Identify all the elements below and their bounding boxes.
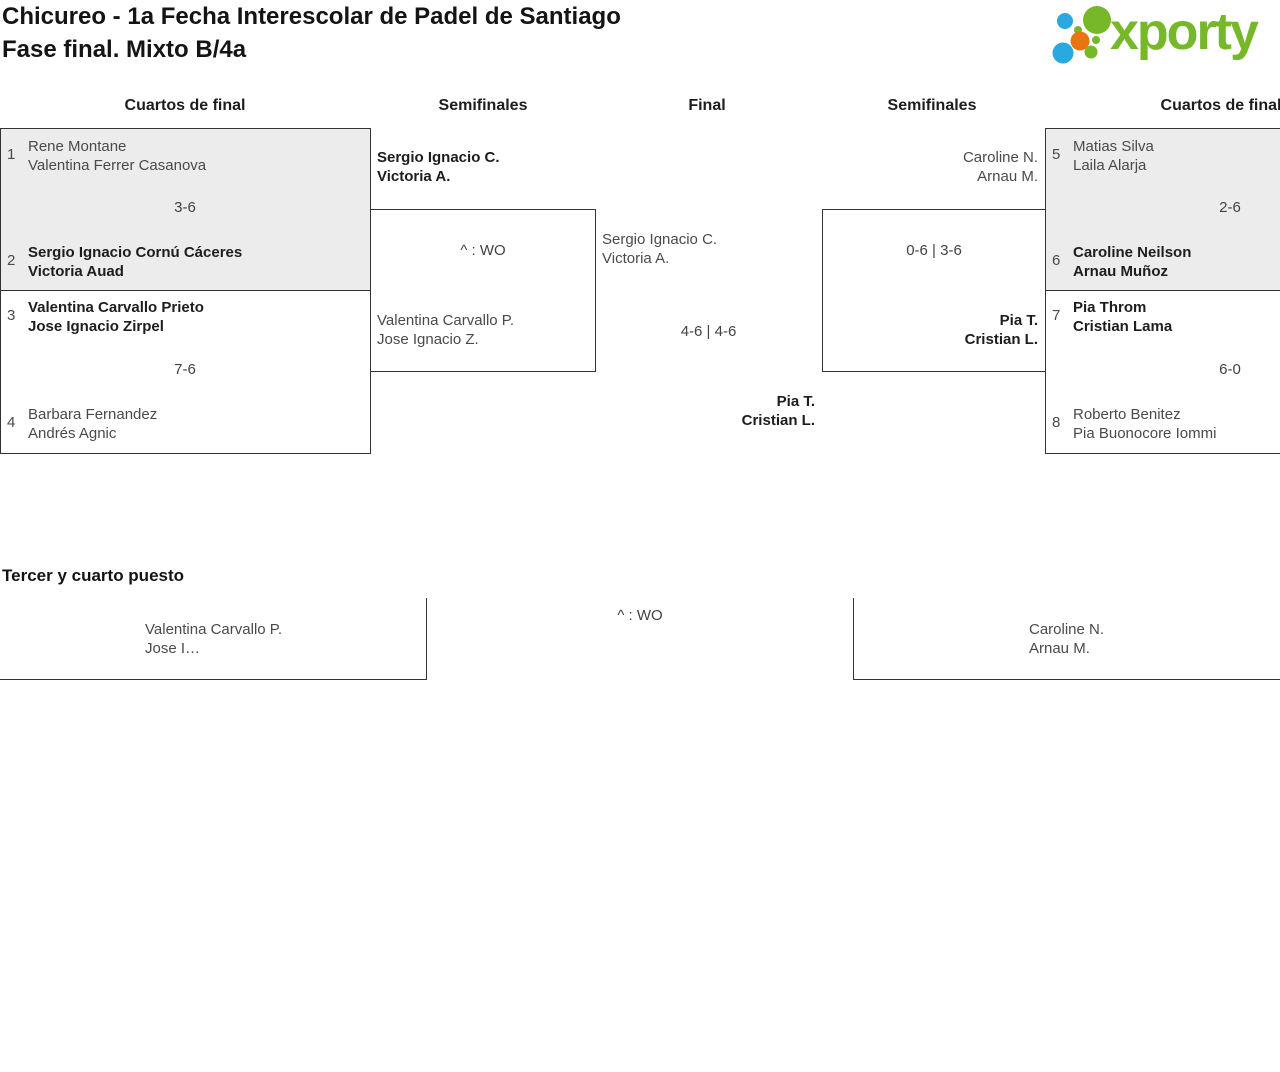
player-name: Jose Ignacio Zirpel bbox=[28, 318, 164, 335]
logo-dot-blue-small bbox=[1057, 13, 1073, 29]
player-name: Caroline N. bbox=[962, 149, 1038, 166]
third-place-heading: Tercer y cuarto puesto bbox=[2, 566, 185, 585]
team-entry: Caroline N. Arnau M. bbox=[826, 148, 1038, 186]
team-entry: Sergio Ignacio Cornú Cáceres Victoria Au… bbox=[28, 243, 242, 281]
logo-dot-green-large bbox=[1083, 6, 1111, 34]
champion-entry: Pia T. Cristian L. bbox=[595, 392, 815, 430]
match-score: 6-0 bbox=[1219, 361, 1241, 378]
match-score: 2-6 bbox=[1219, 199, 1241, 216]
sf-left-box bbox=[370, 209, 596, 372]
team-entry: Rene Montane Valentina Ferrer Casanova bbox=[28, 137, 206, 175]
player-name: Caroline N. bbox=[1029, 621, 1105, 638]
seed-number: 3 bbox=[7, 307, 16, 324]
team-entry: Valentina Carvallo P. Jose Ignacio Z. bbox=[377, 311, 514, 349]
player-name: Arnau M. bbox=[977, 168, 1038, 185]
player-name: Valentina Carvallo Prieto bbox=[28, 299, 204, 316]
player-name: Rene Montane bbox=[28, 138, 127, 155]
player-name: Cristian Lama bbox=[1073, 318, 1173, 335]
seed-number: 7 bbox=[1052, 307, 1061, 324]
player-name: Victoria A. bbox=[377, 168, 451, 185]
player-name: Pia T. bbox=[999, 312, 1038, 329]
seed-number: 4 bbox=[7, 414, 16, 431]
player-name: Barbara Fernandez bbox=[28, 406, 158, 423]
team-entry: Matias Silva Laila Alarja bbox=[1073, 137, 1154, 175]
round-header-sf-left: Semifinales bbox=[438, 97, 528, 114]
round-header-sf-right: Semifinales bbox=[887, 97, 977, 114]
player-name: Valentina Carvallo P. bbox=[377, 312, 515, 329]
match-score: 7-6 bbox=[174, 361, 196, 378]
player-name: Matias Silva bbox=[1073, 138, 1154, 155]
player-name: Sergio Ignacio Cornú Cáceres bbox=[28, 244, 243, 261]
team-entry: Pia T. Cristian L. bbox=[826, 311, 1038, 349]
player-name: Arnau Muñoz bbox=[1073, 263, 1168, 280]
seed-number: 8 bbox=[1052, 414, 1061, 431]
logo-dot-blue-large bbox=[1052, 42, 1074, 64]
player-name: Pia Throm bbox=[1073, 299, 1147, 316]
match-score: ^ : WO bbox=[460, 242, 506, 259]
team-entry: Barbara Fernandez Andrés Agnic bbox=[28, 405, 157, 443]
logo-wordmark: xporty bbox=[1110, 3, 1259, 61]
team-entry: Roberto Benitez Pia Buonocore Iommi bbox=[1073, 405, 1216, 443]
qf-right-group bbox=[1045, 128, 1280, 454]
team-entry: Caroline Neilson Arnau Muñoz bbox=[1073, 243, 1191, 281]
qf-left-group bbox=[0, 128, 371, 454]
player-name: Jose Ignacio Z. bbox=[377, 331, 479, 348]
player-name: Valentina Carvallo P. bbox=[145, 621, 283, 638]
team-entry: Sergio Ignacio C. Victoria A. bbox=[377, 148, 500, 186]
match-score: 4-6 | 4-6 bbox=[680, 323, 737, 340]
team-entry: Valentina Carvallo P. Jose I… bbox=[145, 620, 282, 658]
qf-match-1-box bbox=[1, 129, 370, 291]
seed-number: 6 bbox=[1052, 252, 1061, 269]
seed-number: 5 bbox=[1052, 146, 1061, 163]
player-name: Cristian L. bbox=[741, 412, 815, 429]
match-score: 0-6 | 3-6 bbox=[906, 242, 962, 259]
round-header-final: Final bbox=[688, 97, 726, 114]
player-name: Jose I… bbox=[145, 640, 201, 657]
player-name: Roberto Benitez bbox=[1073, 406, 1181, 423]
player-name: Victoria A. bbox=[602, 250, 670, 267]
player-name: Sergio Ignacio C. bbox=[377, 149, 500, 166]
seed-number: 2 bbox=[7, 252, 16, 269]
player-name: Caroline Neilson bbox=[1073, 244, 1192, 261]
team-entry: Valentina Carvallo Prieto Jose Ignacio Z… bbox=[28, 298, 204, 336]
qf-match-3-box bbox=[1046, 129, 1280, 291]
tournament-title: Chicureo - 1a Fecha Interescolar de Pade… bbox=[2, 3, 621, 30]
sf-right-box bbox=[822, 209, 1046, 372]
team-entry: Pia Throm Cristian Lama bbox=[1073, 298, 1172, 336]
logo-dot-orange bbox=[1070, 31, 1090, 51]
third-place-left-box bbox=[0, 598, 427, 680]
team-entry: Caroline N. Arnau M. bbox=[1029, 620, 1104, 658]
player-name: Laila Alarja bbox=[1073, 157, 1147, 174]
logo-dot-green-tiny2 bbox=[1092, 36, 1100, 44]
round-header-qf-right: Cuartos de final bbox=[1160, 97, 1280, 114]
player-name: Valentina Ferrer Casanova bbox=[28, 157, 207, 174]
round-header-qf-left: Cuartos de final bbox=[124, 97, 246, 114]
player-name: Arnau M. bbox=[1029, 640, 1090, 657]
match-score: ^ : WO bbox=[617, 607, 663, 624]
match-score: 3-6 bbox=[174, 199, 196, 216]
player-name: Pia Buonocore Iommi bbox=[1073, 425, 1217, 442]
player-name: Andrés Agnic bbox=[28, 425, 117, 442]
seed-number: 1 bbox=[7, 146, 16, 163]
page-header: Chicureo - 1a Fecha Interescolar de Pade… bbox=[2, 0, 621, 66]
player-name: Pia T. bbox=[776, 393, 815, 410]
player-name: Sergio Ignacio C. bbox=[602, 231, 718, 248]
third-place-right-box bbox=[853, 598, 1280, 680]
team-entry: Sergio Ignacio C. Victoria A. bbox=[602, 230, 717, 268]
xporty-logo[interactable]: xporty bbox=[1040, 0, 1280, 76]
player-name: Victoria Auad bbox=[28, 263, 124, 280]
player-name: Cristian L. bbox=[964, 331, 1038, 348]
tournament-subtitle: Fase final. Mixto B/4a bbox=[2, 36, 247, 63]
logo-dot-green-medium bbox=[1084, 45, 1098, 59]
